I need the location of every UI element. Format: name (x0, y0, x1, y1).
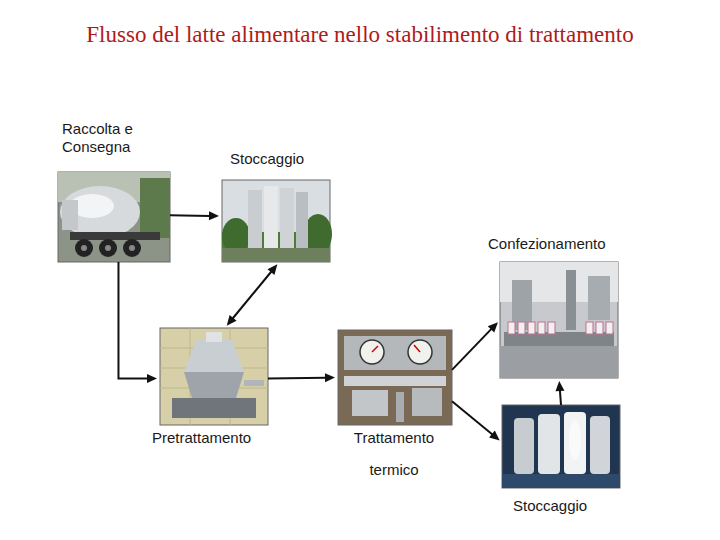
arrow-head (267, 264, 277, 275)
arrow-head (147, 374, 157, 383)
arrow-head (325, 373, 335, 382)
arrow-line (118, 262, 148, 378)
arrow-line (452, 401, 493, 434)
separator-photo (160, 328, 268, 425)
arrow-line (560, 390, 561, 405)
step-label: Stoccaggio (513, 497, 633, 515)
step-label: Stoccaggio (230, 150, 350, 168)
flow-arrow (555, 381, 564, 405)
photo-step: Stoccaggio (222, 180, 330, 262)
photo-step: Trattamento termico (338, 330, 452, 425)
silos-photo (222, 180, 332, 262)
arrow-head (209, 211, 219, 220)
arrow-head (227, 315, 237, 326)
flow-arrow (118, 262, 157, 383)
photo-step: Pretrattamento (160, 328, 268, 425)
step-label: Raccolta e Consegna (62, 120, 162, 156)
step-label: Confezionamento (488, 235, 658, 253)
arrow-line (232, 271, 271, 318)
truck-photo (58, 172, 170, 262)
photo-step: Confezionamento (500, 262, 618, 378)
step-label: Pretrattamento (152, 429, 302, 447)
diagram-title: Flusso del latte alimentare nello stabil… (0, 22, 720, 48)
arrow-line (170, 214, 210, 217)
photo-step: Stoccaggio (502, 405, 620, 488)
flow-arrow (452, 322, 498, 370)
photo-step: Raccolta e Consegna (58, 172, 170, 262)
heat-treatment-photo (338, 330, 452, 425)
arrow-head (489, 431, 500, 441)
packaging-photo (500, 262, 618, 378)
flow-arrow (170, 211, 219, 220)
arrow-head (488, 322, 498, 332)
flow-arrow (227, 264, 278, 325)
step-label: Trattamento termico (339, 422, 449, 486)
storage-tanks-photo (502, 405, 620, 488)
flow-arrow (452, 401, 500, 440)
arrow-head (555, 381, 564, 391)
arrow-line (452, 329, 492, 370)
arrow-line (268, 377, 326, 380)
flow-arrow (268, 373, 335, 382)
